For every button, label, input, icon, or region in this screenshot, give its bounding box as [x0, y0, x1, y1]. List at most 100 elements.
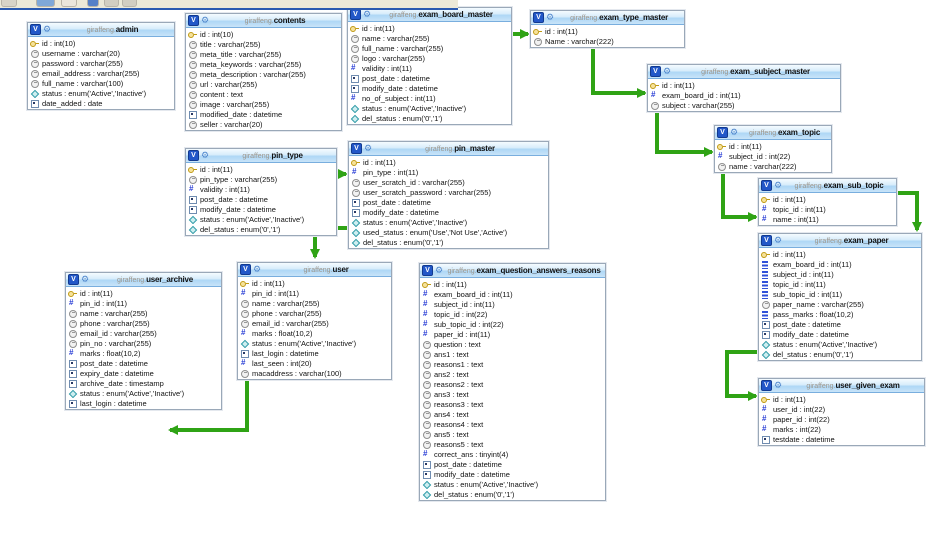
field-row[interactable]: validity : int(11): [186, 184, 336, 194]
field-row[interactable]: user_scratch_id : varchar(255): [349, 177, 548, 187]
select-checkbox-icon[interactable]: V: [188, 150, 199, 161]
select-checkbox-icon[interactable]: V: [717, 127, 728, 138]
field-row[interactable]: marks : float(10,2): [238, 328, 391, 338]
field-row[interactable]: reasons1 : text: [420, 359, 605, 369]
select-checkbox-icon[interactable]: V: [68, 274, 79, 285]
select-checkbox-icon[interactable]: V: [650, 66, 661, 77]
field-row[interactable]: subject_id : int(11): [420, 299, 605, 309]
field-row[interactable]: last_login : datetime: [238, 348, 391, 358]
field-row[interactable]: seller : varchar(20): [186, 119, 341, 129]
table-options-gear-icon[interactable]: ⚙: [730, 127, 739, 137]
field-row[interactable]: date_added : date: [28, 98, 174, 108]
field-row[interactable]: topic_id : int(11): [759, 279, 921, 289]
field-row[interactable]: pin_type : int(11): [349, 167, 548, 177]
select-checkbox-icon[interactable]: V: [351, 143, 362, 154]
field-row[interactable]: name : varchar(255): [66, 308, 221, 318]
field-row[interactable]: phone : varchar(255): [66, 318, 221, 328]
field-row[interactable]: archive_date : timestamp: [66, 378, 221, 388]
table-options-gear-icon[interactable]: ⚙: [363, 9, 372, 19]
field-row[interactable]: marks : float(10,2): [66, 348, 221, 358]
field-row[interactable]: last_seen : int(20): [238, 358, 391, 368]
field-row[interactable]: id : int(11): [759, 194, 896, 204]
field-row[interactable]: Name : varchar(222): [531, 36, 684, 46]
field-row[interactable]: testdate : datetime: [759, 434, 924, 444]
select-checkbox-icon[interactable]: V: [30, 24, 41, 35]
field-row[interactable]: reasons3 : text: [420, 399, 605, 409]
select-checkbox-icon[interactable]: V: [188, 15, 199, 26]
table-header[interactable]: V⚙giraffeng.pin_type: [186, 149, 336, 163]
table-options-gear-icon[interactable]: ⚙: [81, 274, 90, 284]
table-options-gear-icon[interactable]: ⚙: [253, 264, 262, 274]
field-row[interactable]: id : int(11): [238, 278, 391, 288]
select-checkbox-icon[interactable]: V: [240, 264, 251, 275]
field-row[interactable]: meta_keywords : varchar(255): [186, 59, 341, 69]
table-options-gear-icon[interactable]: ⚙: [201, 15, 210, 25]
field-row[interactable]: id : int(11): [348, 23, 511, 33]
field-row[interactable]: del_status : enum('0','1'): [348, 113, 511, 123]
toolbar-icon-fragment[interactable]: [61, 0, 77, 7]
select-checkbox-icon[interactable]: V: [533, 12, 544, 23]
field-row[interactable]: status : enum('Active','Inactive'): [28, 88, 174, 98]
field-row[interactable]: subject : varchar(255): [648, 100, 840, 110]
field-row[interactable]: logo : varchar(255): [348, 53, 511, 63]
field-row[interactable]: status : enum('Active','Inactive'): [66, 388, 221, 398]
table-header[interactable]: V⚙giraffeng.pin_master: [349, 142, 548, 156]
field-row[interactable]: id : int(11): [66, 288, 221, 298]
field-row[interactable]: used_status : enum('Use','Not Use','Acti…: [349, 227, 548, 237]
toolbar-icon-fragment[interactable]: [104, 0, 119, 7]
field-row[interactable]: post_date : datetime: [66, 358, 221, 368]
field-row[interactable]: question : text: [420, 339, 605, 349]
field-row[interactable]: id : int(10): [186, 29, 341, 39]
field-row[interactable]: full_name : varchar(100): [28, 78, 174, 88]
table-header[interactable]: V⚙giraffeng.exam_type_master: [531, 11, 684, 25]
field-row[interactable]: status : enum('Active','Inactive'): [420, 479, 605, 489]
field-row[interactable]: name : varchar(255): [238, 298, 391, 308]
field-row[interactable]: status : enum('Active','Inactive'): [348, 103, 511, 113]
field-row[interactable]: correct_ans : tinyint(4): [420, 449, 605, 459]
select-checkbox-icon[interactable]: V: [761, 235, 772, 246]
select-checkbox-icon[interactable]: V: [422, 265, 433, 276]
table-header[interactable]: V⚙giraffeng.exam_board_master: [348, 8, 511, 22]
table-header[interactable]: V⚙giraffeng.exam_sub_topic: [759, 179, 896, 193]
field-row[interactable]: name : varchar(255): [348, 33, 511, 43]
field-row[interactable]: expiry_date : datetime: [66, 368, 221, 378]
toolbar-icon-fragment[interactable]: [87, 0, 99, 7]
select-checkbox-icon[interactable]: V: [350, 9, 361, 20]
field-row[interactable]: modify_date : datetime: [186, 204, 336, 214]
field-row[interactable]: email_id : varchar(255): [238, 318, 391, 328]
table-header[interactable]: V⚙giraffeng.admin: [28, 23, 174, 37]
field-row[interactable]: email_id : varchar(255): [66, 328, 221, 338]
field-row[interactable]: ans4 : text: [420, 409, 605, 419]
field-row[interactable]: id : int(11): [420, 279, 605, 289]
table-header[interactable]: V⚙giraffeng.exam_topic: [715, 126, 831, 140]
field-row[interactable]: status : enum('Active','Inactive'): [759, 339, 921, 349]
field-row[interactable]: topic_id : int(11): [759, 204, 896, 214]
toolbar-icon-fragment[interactable]: [122, 0, 137, 7]
table-options-gear-icon[interactable]: ⚙: [435, 265, 444, 275]
field-row[interactable]: pass_marks : float(10,2): [759, 309, 921, 319]
table-exam_question_answers_reasons[interactable]: V⚙giraffeng.exam_question_answers_reason…: [419, 263, 606, 501]
field-row[interactable]: subject_id : int(22): [715, 151, 831, 161]
field-row[interactable]: topic_id : int(22): [420, 309, 605, 319]
table-options-gear-icon[interactable]: ⚙: [774, 180, 783, 190]
field-row[interactable]: user_scratch_password : varchar(255): [349, 187, 548, 197]
table-header[interactable]: V⚙giraffeng.exam_subject_master: [648, 65, 840, 79]
field-row[interactable]: subject_id : int(11): [759, 269, 921, 279]
field-row[interactable]: validity : int(11): [348, 63, 511, 73]
field-row[interactable]: post_date : datetime: [759, 319, 921, 329]
field-row[interactable]: meta_description : varchar(255): [186, 69, 341, 79]
table-header[interactable]: V⚙giraffeng.contents: [186, 14, 341, 28]
field-row[interactable]: paper_id : int(22): [759, 414, 924, 424]
field-row[interactable]: del_status : enum('0','1'): [349, 237, 548, 247]
table-header[interactable]: V⚙giraffeng.user_given_exam: [759, 379, 924, 393]
field-row[interactable]: exam_board_id : int(11): [648, 90, 840, 100]
field-row[interactable]: del_status : enum('0','1'): [186, 224, 336, 234]
table-options-gear-icon[interactable]: ⚙: [663, 66, 672, 76]
field-row[interactable]: sub_topic_id : int(22): [420, 319, 605, 329]
field-row[interactable]: pin_type : varchar(255): [186, 174, 336, 184]
